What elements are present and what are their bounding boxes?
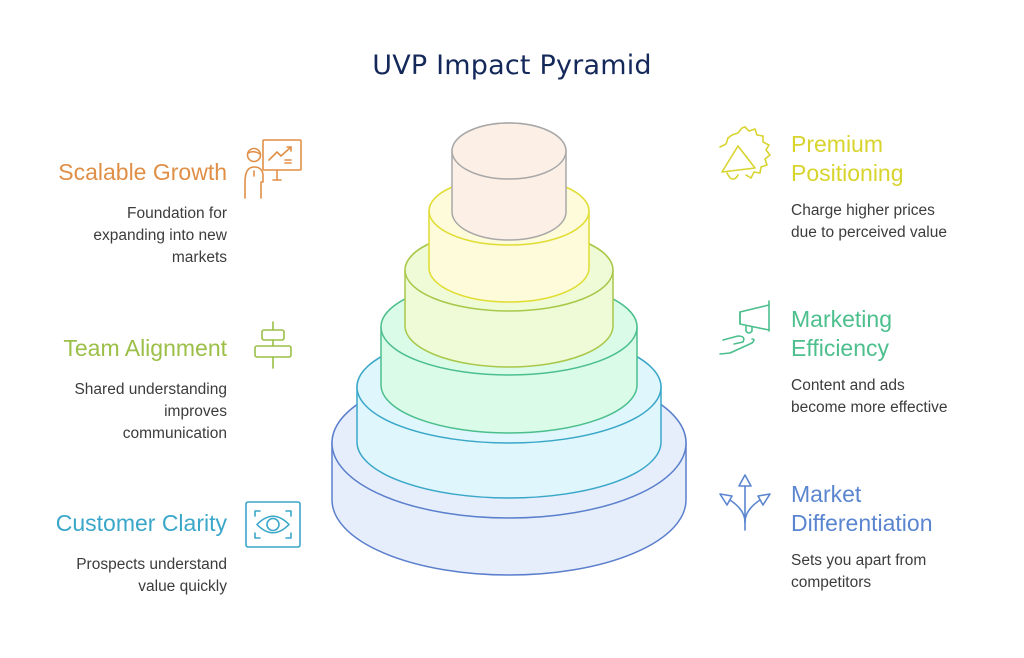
desc-line: Prospects understand <box>76 556 227 573</box>
item-marketing-efficiency: Marketing Efficiency Content and ads bec… <box>791 305 1011 419</box>
heading-line: Premium <box>791 131 884 157</box>
heading-line: Differentiation <box>791 510 933 536</box>
desc-line: Content and ads <box>791 377 905 394</box>
heading-team-alignment: Team Alignment <box>63 335 227 361</box>
heading-marketing-efficiency: Marketing Efficiency <box>791 305 1011 363</box>
heading-line: Efficiency <box>791 335 890 361</box>
desc-line: markets <box>171 249 227 266</box>
split-arrows-icon <box>719 474 771 531</box>
item-market-differentiation: Market Differentiation Sets you apart fr… <box>791 480 1011 594</box>
presentation-growth-icon <box>244 139 302 199</box>
description-marketing-efficiency: Content and ads become more effective <box>791 375 1011 419</box>
desc-line: due to perceived value <box>791 224 947 241</box>
heading-market-differentiation: Market Differentiation <box>791 480 1011 538</box>
tier-top <box>451 122 567 180</box>
desc-line: Sets you apart from <box>791 552 927 569</box>
description-premium-positioning: Charge higher prices due to perceived va… <box>791 200 1011 244</box>
item-scalable-growth: Scalable Growth Foundation for expanding… <box>40 158 227 269</box>
align-center-icon <box>254 321 292 369</box>
heading-line: Positioning <box>791 160 904 186</box>
desc-line: Shared understanding <box>74 381 227 398</box>
badge-megaphone-icon <box>719 126 771 180</box>
heading-line: Marketing <box>791 306 892 332</box>
hand-megaphone-icon <box>719 300 770 355</box>
description-scalable-growth: Foundation for expanding into new market… <box>40 203 227 269</box>
desc-line: become more effective <box>791 399 948 416</box>
desc-line: communication <box>122 425 227 442</box>
heading-line: Market <box>791 481 862 507</box>
desc-line: competitors <box>791 574 872 591</box>
item-customer-clarity: Customer Clarity Prospects understand va… <box>40 509 227 598</box>
desc-line: improves <box>164 403 227 420</box>
heading-customer-clarity: Customer Clarity <box>55 510 227 536</box>
description-customer-clarity: Prospects understand value quickly <box>40 554 227 598</box>
item-premium-positioning: Premium Positioning Charge higher prices… <box>791 130 1011 244</box>
desc-line: Charge higher prices <box>791 202 935 219</box>
description-market-differentiation: Sets you apart from competitors <box>791 550 1011 594</box>
heading-premium-positioning: Premium Positioning <box>791 130 1011 188</box>
eye-scan-icon <box>245 501 301 548</box>
desc-line: value quickly <box>138 578 227 595</box>
desc-line: Foundation for <box>127 205 227 222</box>
page-title: UVP Impact Pyramid <box>372 50 652 81</box>
description-team-alignment: Shared understanding improves communicat… <box>40 379 227 445</box>
heading-scalable-growth: Scalable Growth <box>58 159 227 185</box>
desc-line: expanding into new <box>93 227 227 244</box>
item-team-alignment: Team Alignment Shared understanding impr… <box>40 334 227 445</box>
pyramid-tier-1 <box>451 122 567 241</box>
